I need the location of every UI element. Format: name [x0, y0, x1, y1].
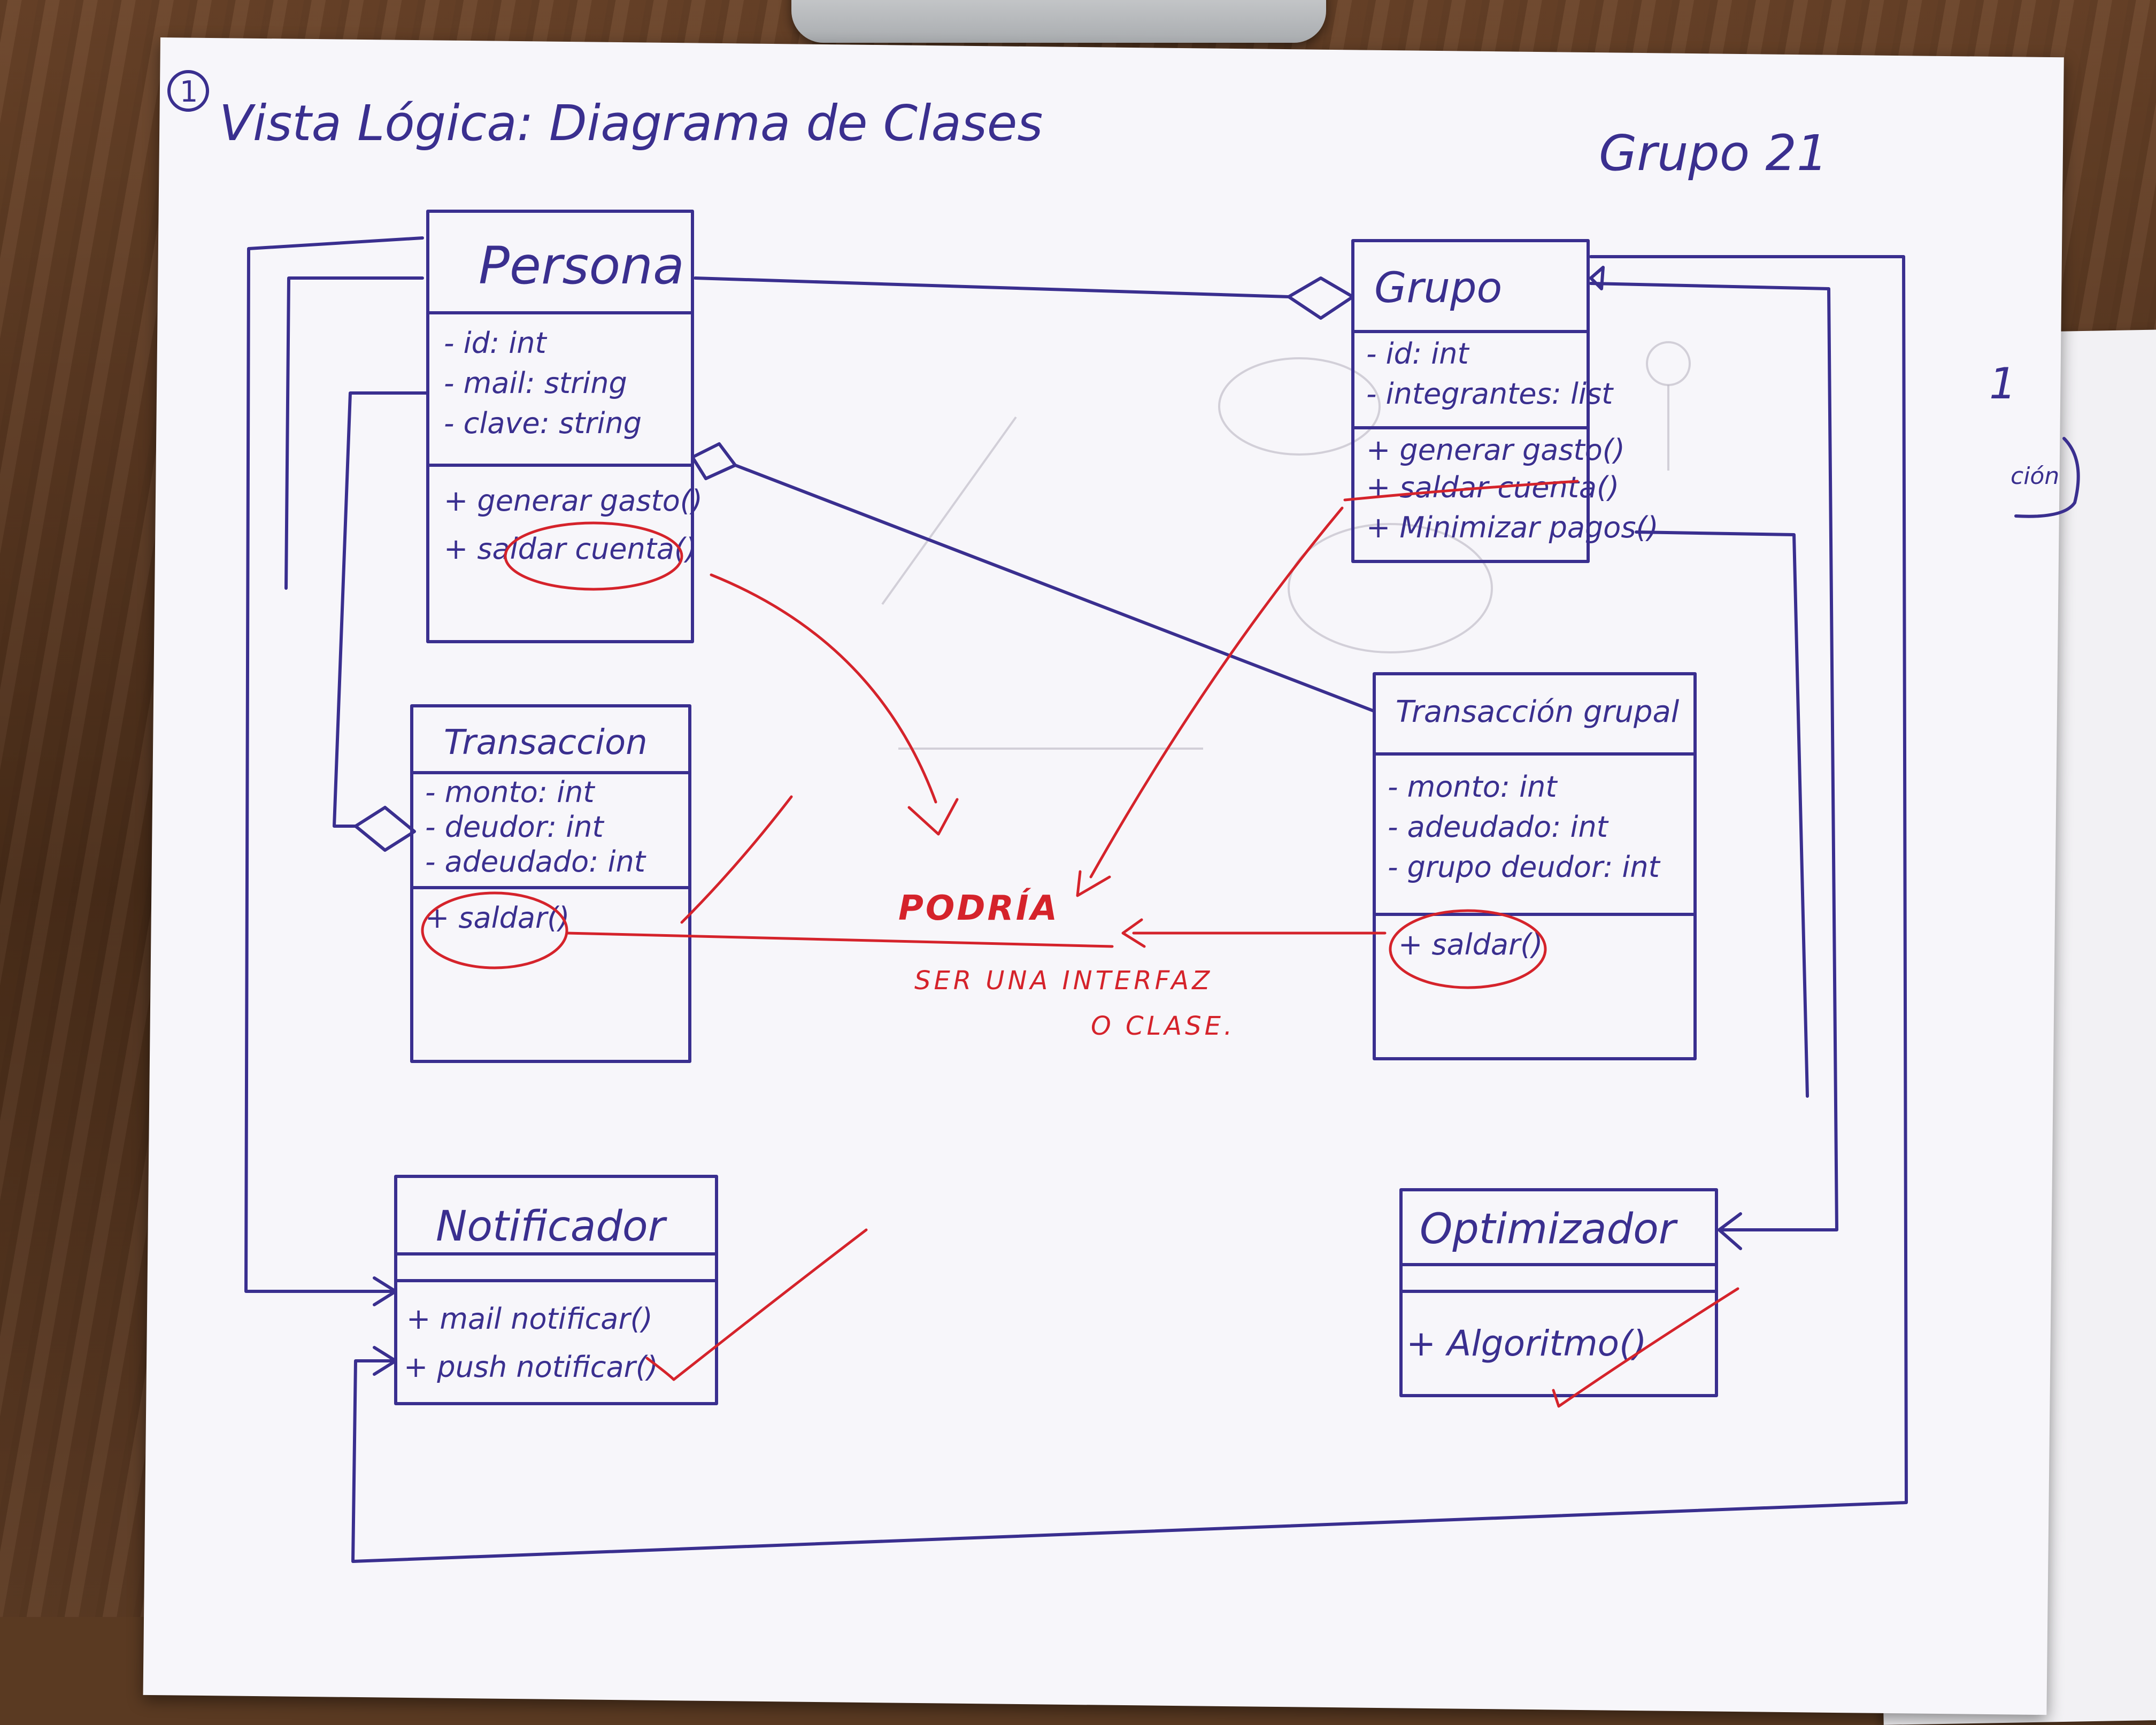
method: + push notificar()	[404, 1350, 658, 1384]
method: + saldar cuenta()	[444, 532, 697, 566]
class-transaccion: Transaccion - monto: int - deudor: int -…	[410, 704, 691, 1063]
attribute: - clave: string	[444, 406, 642, 440]
header-number: 1	[180, 75, 198, 109]
side-fragment-brace	[2014, 437, 2080, 518]
method: + generar gasto()	[444, 484, 703, 518]
correction-note-line3: O CLASE.	[1091, 1011, 1235, 1041]
class-optimizador: Optimizador + Algoritmo()	[1399, 1188, 1718, 1397]
attribute: - adeudado: int	[1388, 810, 1609, 844]
arrow-head	[1589, 266, 1605, 290]
class-name: Persona	[479, 236, 684, 296]
method: + Minimizar pagos()	[1366, 511, 1659, 544]
aggregation-diamond	[691, 442, 737, 480]
red-checkmark	[645, 1228, 868, 1381]
relationships	[244, 236, 1908, 1563]
red-corrections: PODRÍA SER UNA INTERFAZ O CLASE.	[565, 506, 1739, 1408]
class-name: Transacción grupal	[1396, 695, 1680, 729]
red-arrow-grupo	[1089, 506, 1344, 879]
red-circle-mark	[421, 891, 568, 969]
association-persona-notificador	[244, 236, 424, 1293]
class-name: Transaccion	[444, 723, 648, 763]
header-number-circle	[167, 70, 209, 112]
bleed-through-sketch	[881, 341, 1691, 750]
red-line-transaccion	[565, 931, 1114, 948]
attribute: - id: int	[1366, 337, 1470, 371]
class-name: Grupo	[1374, 264, 1502, 312]
class-notificador: Notificador + mail notificar() + push no…	[394, 1175, 718, 1405]
class-transaccion-grupal: Transacción grupal - monto: int - adeuda…	[1373, 672, 1697, 1060]
arrow-head	[1121, 918, 1146, 948]
arrow-head	[907, 798, 959, 836]
association-persona-grupo	[694, 276, 1290, 298]
attribute: - deudor: int	[425, 810, 604, 844]
red-strike-mark	[1343, 480, 1579, 502]
method: + Algoritmo()	[1406, 1323, 1647, 1364]
side-fragment-number: 1	[1989, 359, 2016, 409]
association-persona-transaccion	[333, 391, 429, 828]
class-name: Notificador	[436, 1203, 668, 1251]
attribute: - mail: string	[444, 366, 627, 400]
attribute: - monto: int	[1388, 770, 1558, 804]
red-circle-mark	[504, 521, 683, 591]
attribute: - adeudado: int	[425, 845, 646, 879]
aggregation-diamond	[1287, 276, 1354, 320]
correction-note-line1: PODRÍA	[898, 888, 1059, 928]
class-diagram: 1 ción 1 Vista Lógica: Diagrama de Clase…	[167, 70, 2080, 1563]
attribute: - id: int	[444, 326, 548, 360]
association-persona-transaccion-grupal	[734, 464, 1376, 713]
red-circle-mark	[1389, 909, 1547, 989]
class-persona: Persona - id: int - mail: string - clave…	[426, 210, 703, 643]
arrow-head	[373, 1276, 397, 1306]
method: + generar gasto()	[1366, 433, 1625, 467]
page-title: Vista Lógica: Diagrama de Clases	[219, 95, 1043, 152]
attribute: - monto: int	[425, 775, 595, 809]
red-checkmark	[1552, 1287, 1739, 1408]
association-line	[284, 276, 424, 590]
attribute: - integrantes: list	[1366, 377, 1614, 411]
association-grupo-notificador	[351, 255, 1908, 1563]
method: + saldar()	[1398, 928, 1543, 961]
method: + mail notificar()	[406, 1302, 653, 1336]
red-arrow-persona	[710, 573, 937, 804]
arrow-head	[373, 1346, 397, 1376]
method: + saldar()	[425, 901, 569, 935]
aggregation-diamond	[354, 806, 416, 852]
class-grupo: Grupo - id: int - integrantes: list + ge…	[1343, 239, 1659, 563]
laptop-edge	[791, 0, 1326, 43]
association-line	[1635, 530, 1809, 1098]
header: 1 Vista Lógica: Diagrama de Clases Grupo…	[167, 70, 1828, 182]
association-grupo-optimizador	[1589, 282, 1838, 1231]
side-fragment-word: ción	[2011, 463, 2059, 490]
class-name: Optimizador	[1420, 1205, 1678, 1253]
arrow-head	[1076, 870, 1111, 897]
correction-note-line2: SER UNA INTERFAZ	[914, 966, 1213, 996]
arrow-head	[1718, 1212, 1742, 1250]
group-label: Grupo 21	[1599, 125, 1828, 182]
red-check-stroke	[680, 795, 793, 924]
attribute: - grupo deudor: int	[1388, 850, 1661, 884]
